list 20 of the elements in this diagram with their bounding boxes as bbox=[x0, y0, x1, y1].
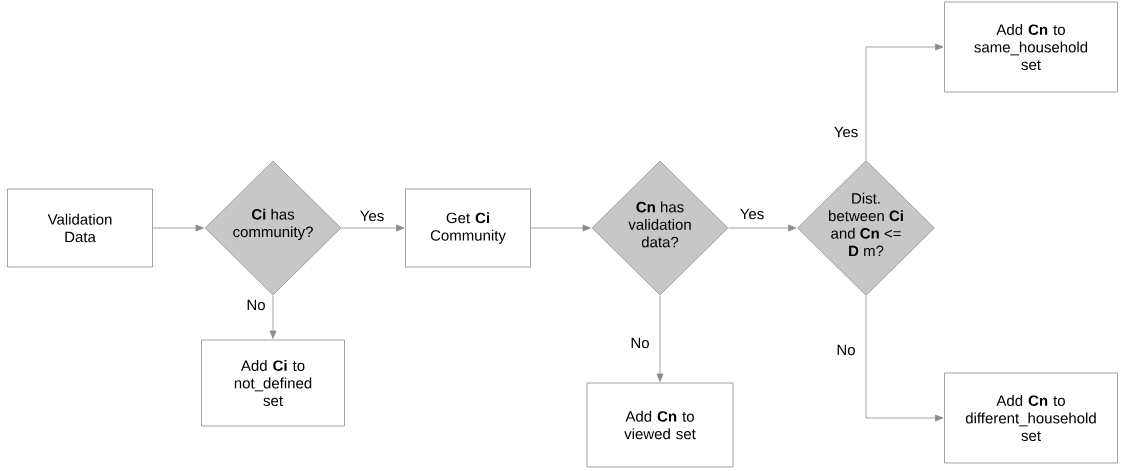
process-box: Add Cn to same_household set bbox=[944, 1, 1118, 93]
process-box: Get Ci Community bbox=[405, 188, 531, 268]
arrow bbox=[656, 295, 664, 382]
arrow bbox=[152, 224, 204, 232]
arrow bbox=[865, 295, 944, 422]
edge-label: No bbox=[835, 343, 857, 357]
edge-label: No bbox=[245, 298, 267, 312]
arrow bbox=[341, 224, 405, 232]
edge-label: Yes bbox=[832, 125, 860, 139]
arrow bbox=[530, 224, 591, 232]
edge-label: No bbox=[629, 336, 651, 350]
process-box: Validation Data bbox=[7, 188, 153, 268]
process-box: Add Ci to not_defined set bbox=[201, 339, 345, 427]
process-box: Add Cn to viewed set bbox=[586, 382, 734, 468]
arrow bbox=[728, 224, 797, 232]
arrow bbox=[865, 43, 944, 161]
edge-label: Yes bbox=[738, 207, 766, 221]
arrow bbox=[269, 295, 277, 339]
process-box: Add Cn to different_household set bbox=[944, 372, 1118, 464]
edge-label: Yes bbox=[358, 209, 386, 223]
